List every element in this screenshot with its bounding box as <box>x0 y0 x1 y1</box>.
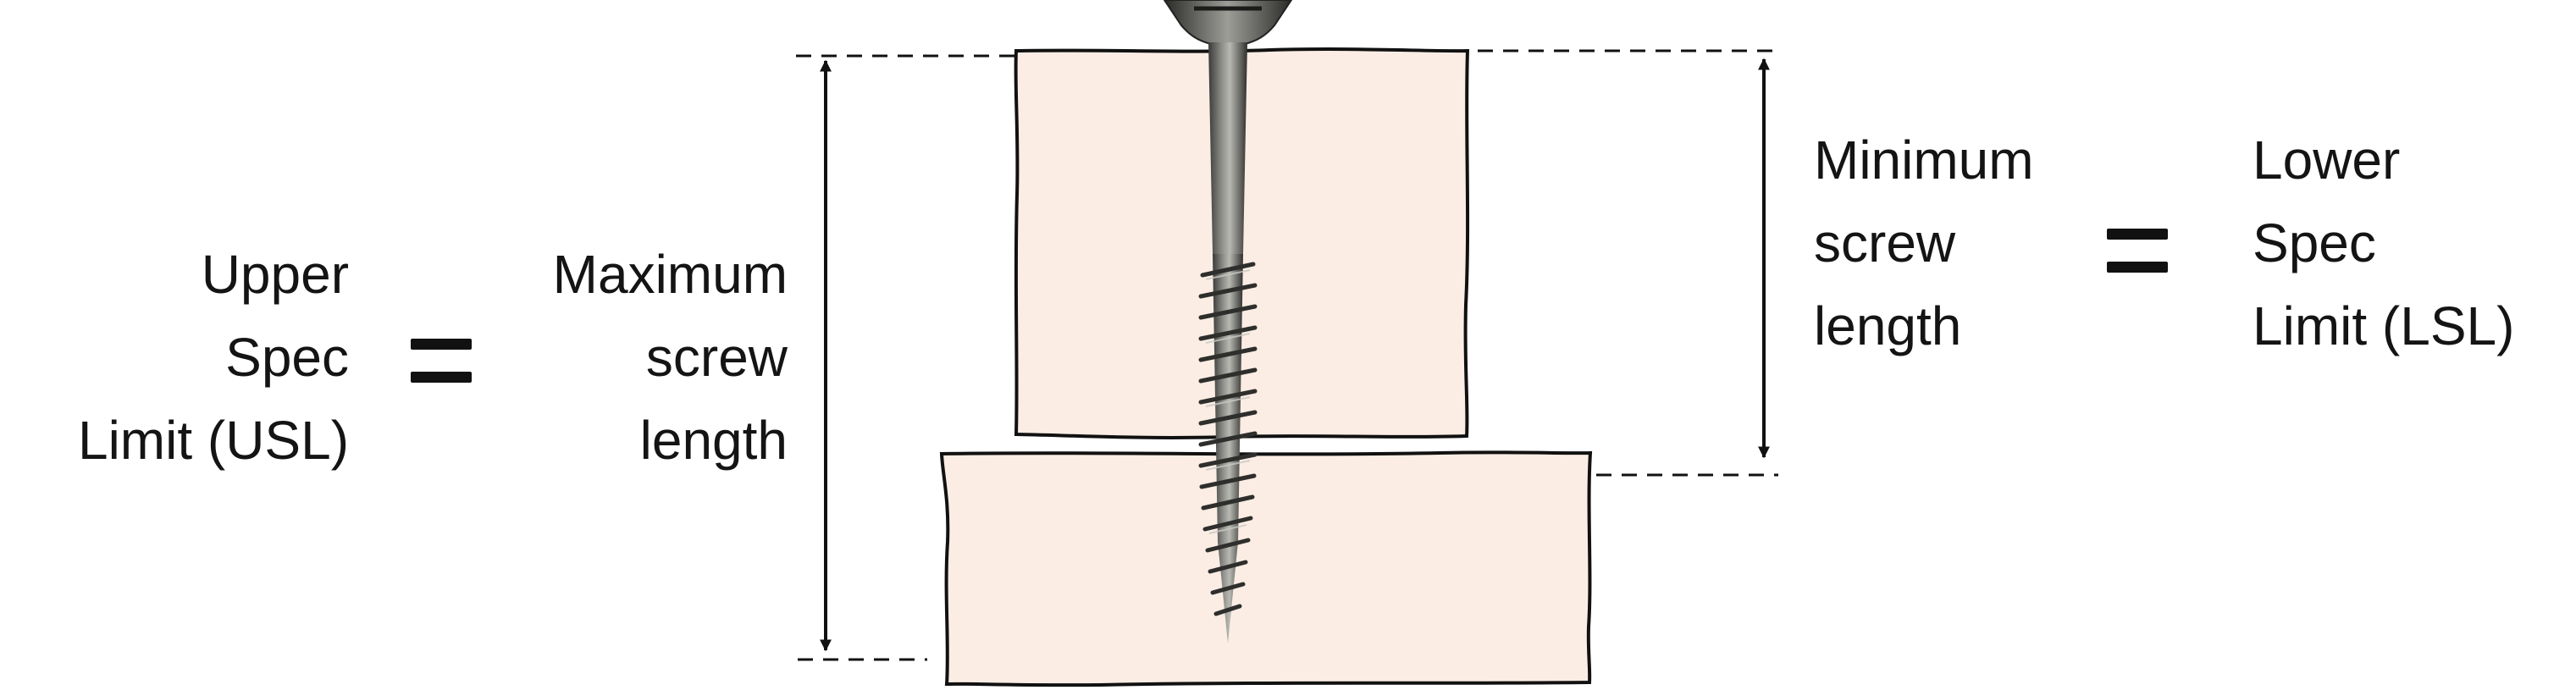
min-length-label-line-2: screw <box>1814 213 1956 273</box>
lsl-label: Lower Spec Limit (LSL) <box>2253 119 2514 367</box>
equals-bar-bottom <box>2107 262 2168 273</box>
min-length-label-line-3: length <box>1814 295 1962 356</box>
max-length-label-line-3: length <box>639 410 788 471</box>
max-length-label-line-1: Maximum <box>552 244 788 305</box>
usl-label-line-1: Upper <box>201 244 349 305</box>
equals-sign-right <box>2107 229 2168 273</box>
usl-label-line-3: Limit (USL) <box>77 410 349 471</box>
equals-bar-bottom <box>411 372 472 383</box>
equals-sign-left <box>411 339 472 383</box>
lsl-label-line-3: Limit (LSL) <box>2253 295 2515 356</box>
max-length-label-line-2: screw <box>645 327 788 388</box>
usl-label-line-2: Spec <box>225 327 349 388</box>
min-length-label-line-1: Minimum <box>1814 130 2034 190</box>
reference-lines <box>796 49 1778 661</box>
lsl-label-line-1: Lower <box>2253 130 2401 190</box>
lsl-label-line-2: Spec <box>2253 213 2376 273</box>
max-length-label: Maximum screw length <box>553 233 788 482</box>
screw-icon <box>1163 0 1293 643</box>
screw-threads <box>1198 262 1258 616</box>
equals-bar-top <box>2107 229 2168 240</box>
usl-label: Upper Spec Limit (USL) <box>78 233 349 482</box>
min-length-label: Minimum screw length <box>1814 119 2034 367</box>
wood-block-bottom <box>939 450 1593 687</box>
equals-bar-top <box>411 339 472 350</box>
